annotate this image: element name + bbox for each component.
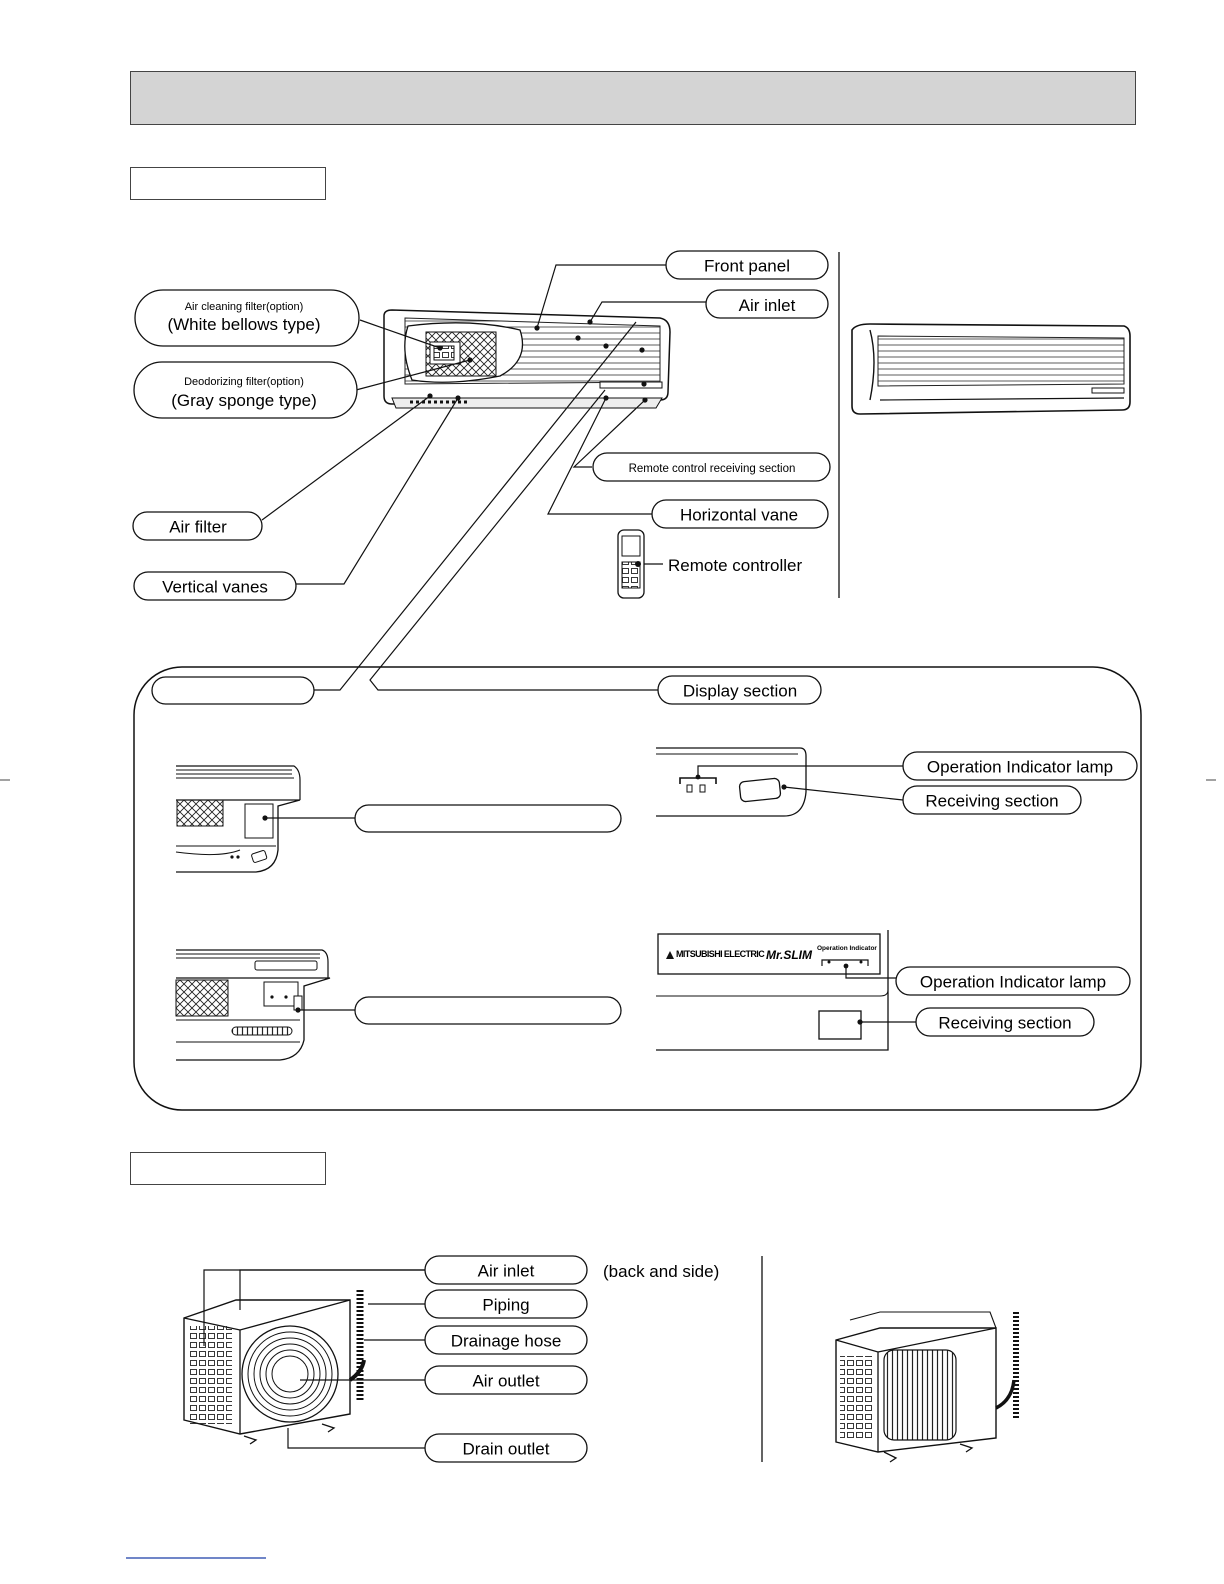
svg-text:Piping: Piping — [482, 1296, 529, 1315]
svg-text:Operation Indicator lamp: Operation Indicator lamp — [927, 758, 1113, 777]
display-upper-right-leaders — [697, 765, 904, 801]
indoor-leader-dots — [427, 319, 648, 403]
label-blank-pill-upper — [354, 804, 622, 833]
label-operation-indicator-lower: Operation Indicator lamp — [895, 966, 1131, 996]
label-receiving-upper: Receiving section — [902, 785, 1082, 815]
outdoor-unit-illustration — [183, 1290, 366, 1445]
svg-text:Operation Indicator: Operation Indicator — [817, 945, 877, 952]
svg-text:Front panel: Front panel — [704, 257, 790, 276]
label-front-panel: Front panel — [665, 250, 829, 280]
label-blank-pill-lower — [354, 996, 622, 1025]
outdoor-unit-section-header — [130, 1152, 326, 1185]
svg-text:Air outlet: Air outlet — [472, 1372, 539, 1391]
label-receiving-lower: Receiving section — [915, 1007, 1095, 1037]
svg-text:Operation Indicator lamp: Operation Indicator lamp — [920, 973, 1106, 992]
outdoor-unit-alt-illustration — [835, 1311, 1019, 1463]
label-horizontal-vane: Horizontal vane — [651, 499, 829, 529]
display-lower-panel: MITSUBISHI ELECTRIC Mr.SLIM Operation In… — [656, 930, 889, 1051]
display-lower-unit-left — [175, 949, 331, 1061]
svg-text:Air cleaning filter(option): Air cleaning filter(option) — [185, 301, 304, 313]
label-air-cleaning-filter: Air cleaning filter(option) (White bello… — [134, 289, 360, 347]
label-blank-pill-left — [151, 676, 315, 705]
svg-text:Vertical vanes: Vertical vanes — [162, 578, 268, 597]
svg-text:Receiving section: Receiving section — [938, 1014, 1071, 1033]
display-upper-unit-left — [175, 765, 301, 873]
mitsubishi-logo-icon — [666, 951, 674, 959]
label-display-section: Display section — [657, 675, 822, 705]
indoor-unit-section-header — [130, 167, 326, 200]
label-drainage-hose: Drainage hose — [424, 1325, 588, 1355]
display-detail-frame — [133, 666, 1142, 1111]
outdoor-leader-lines — [203, 1269, 425, 1449]
svg-text:Display section: Display section — [683, 682, 797, 701]
display-lower-right-leaders — [845, 966, 916, 1023]
label-air-filter: Air filter — [132, 511, 263, 541]
label-remote-controller: Remote controller — [668, 556, 803, 575]
svg-text:Air inlet: Air inlet — [739, 296, 796, 315]
svg-text:MITSUBISHI ELECTRIC: MITSUBISHI ELECTRIC — [676, 949, 765, 959]
svg-text:Receiving section: Receiving section — [925, 792, 1058, 811]
svg-text:Drainage hose: Drainage hose — [451, 1332, 562, 1351]
svg-text:(White bellows type): (White bellows type) — [167, 315, 320, 334]
label-deodorizing-filter: Deodorizing filter(option) (Gray sponge … — [133, 361, 358, 419]
svg-text:Mr.SLIM: Mr.SLIM — [766, 948, 813, 962]
display-upper-panel — [656, 747, 807, 817]
svg-text:Air inlet: Air inlet — [478, 1262, 535, 1281]
svg-text:Remote control receiving secti: Remote control receiving section — [629, 463, 796, 475]
svg-text:Deodorizing filter(option): Deodorizing filter(option) — [184, 376, 304, 388]
indoor-unit-front-view — [851, 323, 1131, 415]
label-air-inlet-indoor: Air inlet — [705, 289, 829, 319]
svg-text:Air filter: Air filter — [169, 518, 227, 537]
svg-text:Horizontal vane: Horizontal vane — [680, 506, 798, 525]
svg-text:Drain outlet: Drain outlet — [463, 1440, 550, 1459]
label-air-inlet-outdoor: Air inlet — [424, 1255, 588, 1285]
label-drain-outlet: Drain outlet — [424, 1433, 588, 1463]
label-remote-control-receiving: Remote control receiving section — [592, 452, 831, 482]
label-piping: Piping — [424, 1289, 588, 1319]
label-vertical-vanes: Vertical vanes — [133, 571, 297, 601]
label-back-and-side: (back and side) — [603, 1262, 719, 1281]
remote-controller-icon — [617, 529, 645, 599]
label-air-outlet: Air outlet — [424, 1365, 588, 1395]
indoor-unit-illustration — [383, 309, 671, 409]
label-operation-indicator-upper: Operation Indicator lamp — [902, 751, 1138, 781]
indoor-leader-lines — [261, 264, 706, 691]
svg-text:(Gray sponge type): (Gray sponge type) — [171, 391, 317, 410]
page-title-bar — [130, 71, 1136, 125]
